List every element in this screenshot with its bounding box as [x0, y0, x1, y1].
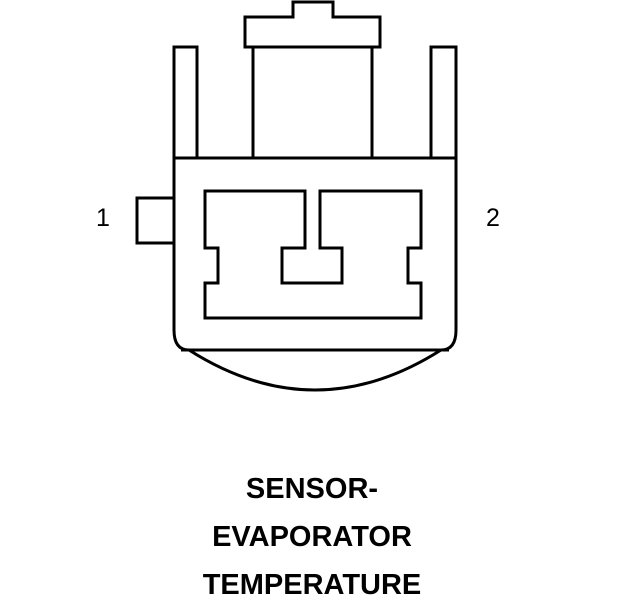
terminal-cavity	[203, 189, 423, 320]
connector-body	[172, 156, 458, 392]
top-latch-tab	[243, 0, 382, 49]
pin-1-label: 1	[96, 204, 110, 232]
pin-2-label: 2	[486, 204, 500, 232]
center-shroud	[251, 47, 374, 158]
caption-line-3: TEMPERATURE	[202, 569, 422, 601]
right-post	[429, 45, 458, 160]
caption-line-2: EVAPORATOR	[212, 521, 412, 553]
component-caption: SENSOR- EVAPORATOR TEMPERATURE	[0, 465, 624, 609]
left-post	[172, 45, 199, 160]
side-lock-tab	[135, 196, 176, 245]
caption-line-1: SENSOR-	[245, 473, 379, 505]
